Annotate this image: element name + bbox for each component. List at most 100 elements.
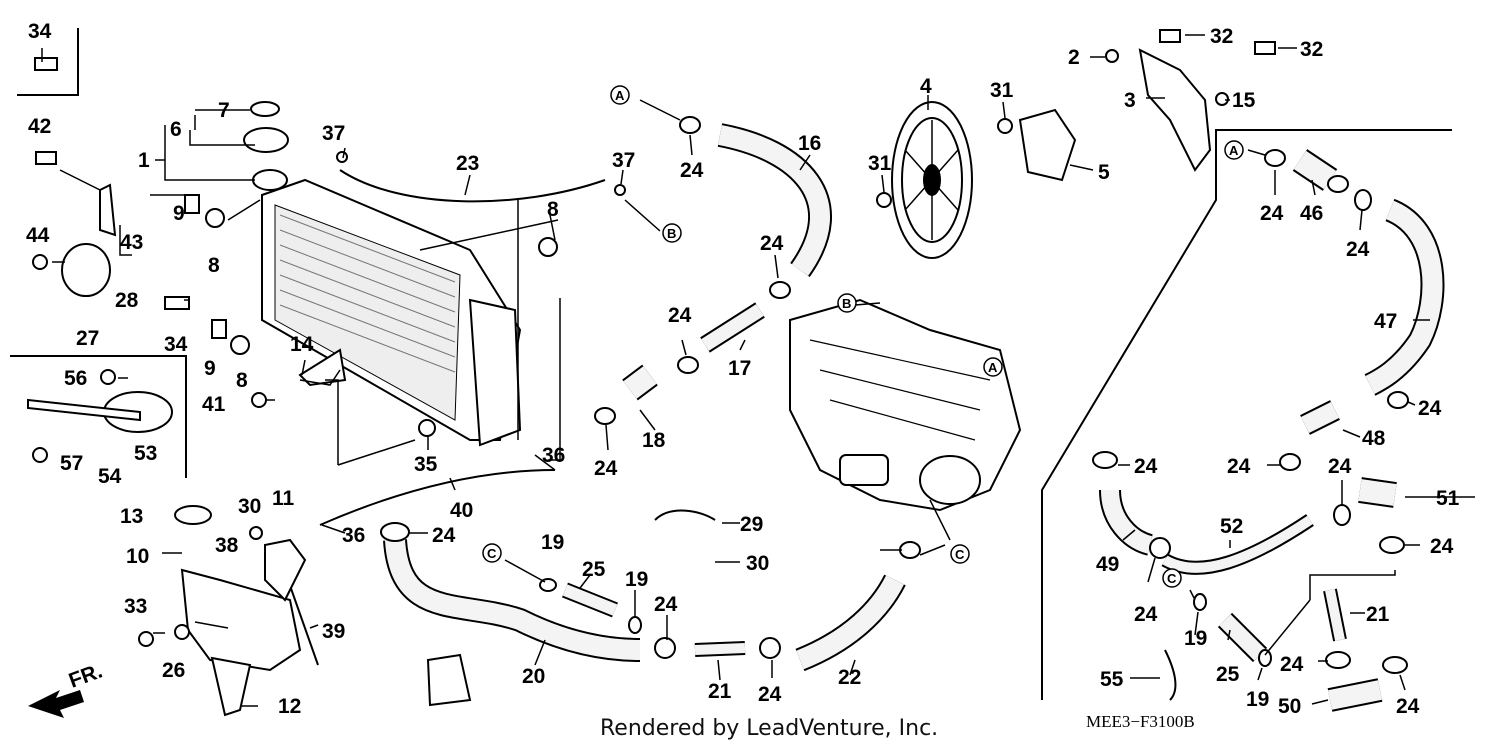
callout-label: 56 <box>64 367 87 390</box>
ref-letter: A <box>988 360 998 375</box>
callout-label: 34 <box>28 20 52 43</box>
callout-label: 24 <box>1418 397 1442 420</box>
callout-label: 23 <box>456 152 479 175</box>
callout-label: 37 <box>322 122 345 145</box>
callout-label: 24 <box>1134 603 1158 626</box>
siphon-tube-39 <box>287 579 319 666</box>
callout-label: 17 <box>728 357 751 380</box>
callout-label: 18 <box>642 429 666 452</box>
callout-label: 12 <box>278 695 301 718</box>
callout-labels: 34 42 6 7 1 44 43 9 8 28 27 34 9 8 14 41… <box>26 20 1460 718</box>
callout-label: 8 <box>208 254 220 277</box>
reserve-tank <box>180 568 302 672</box>
ref-letter: C <box>1167 571 1177 586</box>
callout-label: 31 <box>868 152 892 175</box>
callout-label: 57 <box>60 452 83 475</box>
callout-label: 36 <box>342 524 365 547</box>
callout-label: 3 <box>1124 89 1136 112</box>
callout-label: 25 <box>1216 663 1240 686</box>
clamp-group <box>380 116 1409 674</box>
fan-motor <box>1018 108 1077 182</box>
callout-label: 44 <box>26 224 50 247</box>
callout-label: 30 <box>746 552 769 575</box>
callout-label: 32 <box>1210 25 1233 48</box>
inset-frame-right <box>1041 129 1452 700</box>
callout-label: 55 <box>1100 668 1124 691</box>
callout-label: 24 <box>1134 455 1158 478</box>
callout-label: 36 <box>542 444 565 467</box>
callout-label: 43 <box>120 231 143 254</box>
callout-label: 24 <box>654 593 678 616</box>
callout-label: 35 <box>414 453 438 476</box>
callout-label: 24 <box>668 304 692 327</box>
callout-label: 24 <box>1430 535 1454 558</box>
callout-label: 46 <box>1300 202 1323 225</box>
radiator <box>252 169 522 447</box>
diagram-code: MEE3−F3100B <box>1086 712 1195 731</box>
callout-label: 39 <box>322 620 345 643</box>
callout-label: 50 <box>1278 695 1301 718</box>
callout-label: 52 <box>1220 515 1243 538</box>
callout-label: 24 <box>1346 238 1370 261</box>
horn-bracket-54 <box>27 398 141 422</box>
callout-label: 30 <box>238 495 261 518</box>
engine-block <box>789 298 1022 512</box>
callout-label: 22 <box>838 666 861 689</box>
callout-label: 19 <box>1246 688 1269 711</box>
wire-29 <box>654 509 716 521</box>
hardware-group <box>32 29 1276 707</box>
inset-frame-horn <box>10 355 187 478</box>
callout-label: 27 <box>76 327 99 350</box>
front-arrow-icon: FR. <box>28 660 105 718</box>
callout-label: 54 <box>98 465 122 488</box>
leader-lines <box>41 34 1475 707</box>
callout-label: 4 <box>920 75 932 98</box>
callout-label: 29 <box>740 513 763 536</box>
fr-label: FR. <box>66 660 106 693</box>
horn-27 <box>61 243 111 297</box>
rendered-by-credit: Rendered by LeadVenture, Inc. <box>600 716 939 741</box>
callout-label: 33 <box>124 595 147 618</box>
callout-label: 51 <box>1436 487 1460 510</box>
callout-label: 24 <box>1260 202 1284 225</box>
callout-label: 24 <box>432 524 456 547</box>
callout-label: 28 <box>115 289 139 312</box>
callout-label: 6 <box>170 118 182 141</box>
callout-label: 11 <box>272 487 295 510</box>
callout-label: 25 <box>582 558 606 581</box>
callout-label: 7 <box>218 99 230 122</box>
callout-label: 42 <box>28 115 51 138</box>
callout-label: 26 <box>162 659 185 682</box>
inset-frame-34 <box>17 28 79 96</box>
callout-label: 20 <box>522 665 545 688</box>
ref-letter-circles <box>482 85 1244 588</box>
callout-label: 24 <box>1280 653 1304 676</box>
tube-40 <box>319 469 556 526</box>
callout-label: 19 <box>541 531 564 554</box>
callout-label: 37 <box>612 149 635 172</box>
callout-label: 1 <box>138 149 150 172</box>
callout-label: 13 <box>120 505 143 528</box>
callout-label: 9 <box>173 202 185 225</box>
tank-cap-13 <box>174 505 212 525</box>
callout-label: 10 <box>126 545 149 568</box>
ref-letter: B <box>667 226 676 241</box>
callout-label: 24 <box>760 232 784 255</box>
callout-label: 24 <box>1227 455 1251 478</box>
callout-label: 47 <box>1374 310 1397 333</box>
callout-label: 16 <box>798 132 821 155</box>
callout-label: 41 <box>202 393 226 416</box>
overflow-tube-23 <box>339 169 606 203</box>
cap-seal <box>250 101 280 117</box>
callout-label: 48 <box>1362 427 1386 450</box>
callout-label: 5 <box>1098 161 1110 184</box>
callout-label: 8 <box>547 198 559 221</box>
tank-bracket-12 <box>210 656 252 717</box>
fan-shroud-bracket <box>1138 48 1212 172</box>
callout-label: 24 <box>1396 695 1420 718</box>
callout-label: 19 <box>1184 627 1207 650</box>
callout-label: 19 <box>625 568 648 591</box>
callout-label: 14 <box>290 333 314 356</box>
